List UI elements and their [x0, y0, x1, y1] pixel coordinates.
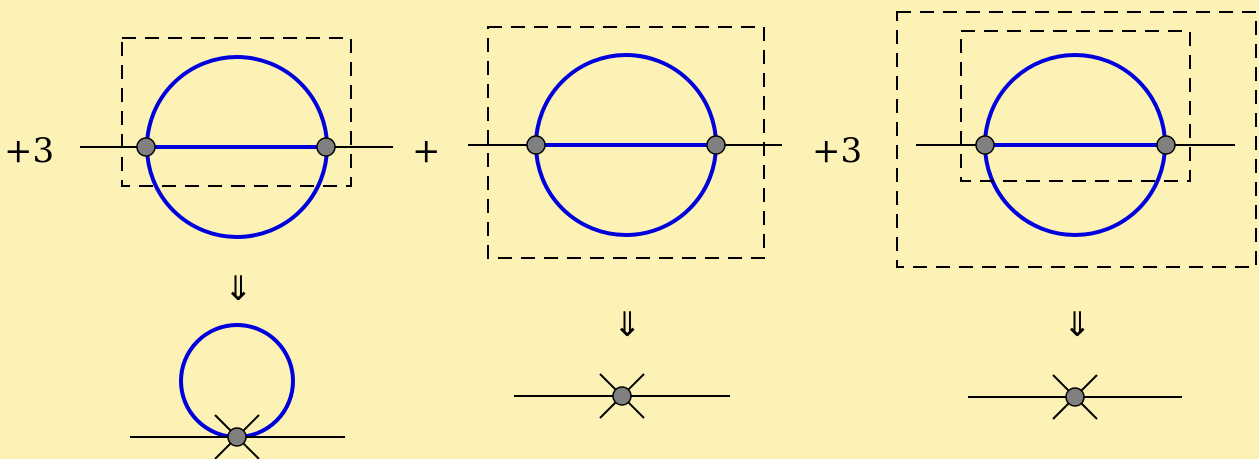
term-3: +3 ⇓	[812, 11, 1257, 420]
vertex-left	[526, 135, 546, 155]
outer-divergence-dashed-box	[896, 11, 1257, 268]
vertex-right	[706, 135, 726, 155]
implies-arrow-3: ⇓	[1063, 305, 1092, 345]
term-3-coefficient: +3	[812, 131, 862, 171]
vertex-right	[1156, 135, 1176, 155]
subdivergence-dashed-box	[121, 37, 352, 187]
vertex-left	[136, 137, 156, 157]
vertex-right	[316, 137, 336, 157]
implies-arrow-2: ⇓	[613, 305, 642, 345]
counterterm-vertex	[227, 427, 247, 447]
term-1-coefficient: +3	[4, 131, 54, 171]
counterterm-vertex	[1065, 387, 1085, 407]
overall-divergence-dashed-box	[487, 26, 765, 259]
tadpole-loop	[179, 323, 295, 439]
implies-arrow-1: ⇓	[224, 269, 253, 309]
vertex-left	[975, 135, 995, 155]
term-1: +3 ⇓	[4, 37, 393, 459]
inner-subdivergence-dashed-box	[960, 30, 1191, 182]
term-2-coefficient: +	[412, 131, 441, 171]
reduced-counterterm-diagram	[514, 373, 730, 419]
reduced-counterterm-diagram	[968, 374, 1182, 420]
reduced-tadpole-diagram	[130, 323, 345, 459]
term-2: + ⇓	[412, 26, 782, 419]
counterterm-vertex	[612, 386, 632, 406]
